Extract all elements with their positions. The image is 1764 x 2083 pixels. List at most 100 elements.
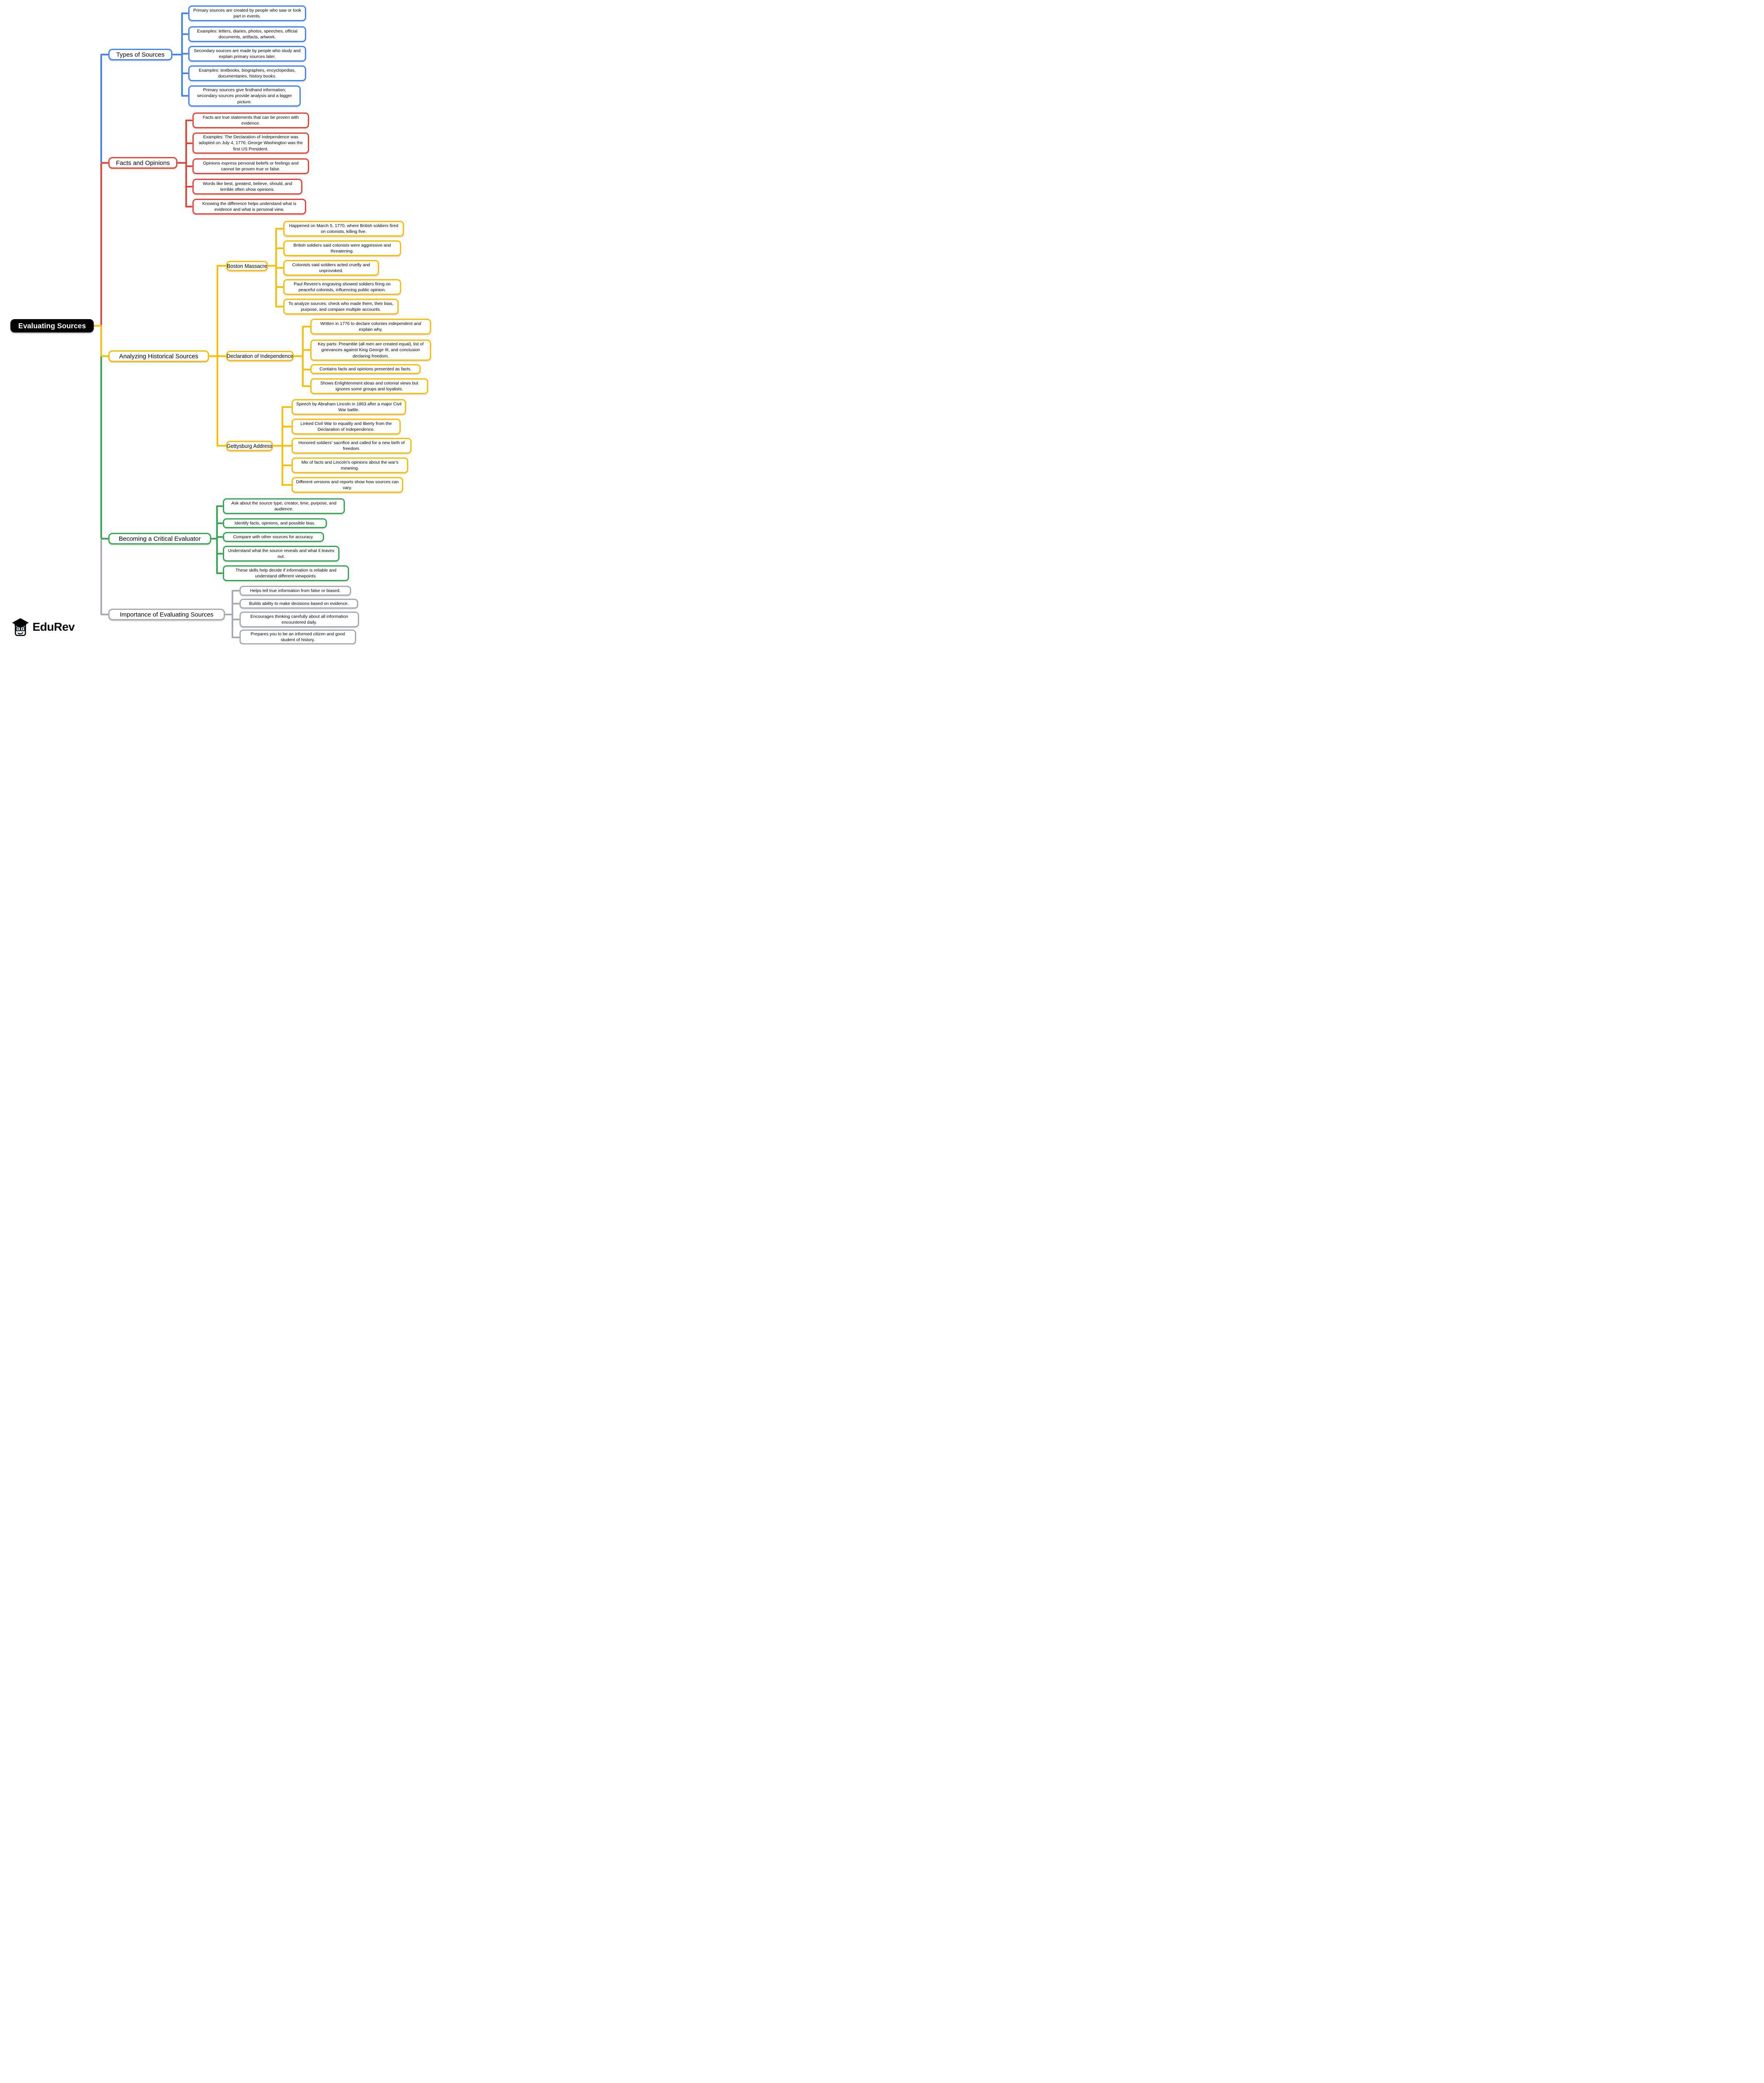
facts-leaf-4: Words like best, greatest, believe, shou…	[192, 179, 302, 195]
boston-leaf-1: Happened on March 5, 1770, where British…	[283, 221, 404, 237]
edurev-logo-text: EduRev	[32, 620, 75, 633]
connector-line	[100, 163, 102, 326]
connector-line	[181, 12, 183, 97]
connector-line	[185, 165, 192, 167]
connector-line	[217, 265, 218, 447]
connector-line	[282, 406, 292, 408]
importance-leaf-3: Encourages thinking carefully about all …	[240, 612, 359, 627]
boston-leaf-2: British soldiers said colonists were agg…	[283, 240, 401, 256]
connector-line	[185, 142, 192, 144]
connector-line	[172, 54, 183, 55]
declaration-leaf-4: Shows Enlightenment ideas and colonial v…	[310, 378, 428, 394]
declaration-leaf-1: Written in 1776 to declare colonies inde…	[310, 319, 431, 335]
connector-line	[100, 325, 102, 357]
connector-line	[100, 54, 102, 163]
connector-line	[92, 325, 101, 327]
connector-line	[302, 326, 304, 387]
connector-line	[211, 538, 218, 539]
connector-line	[216, 505, 223, 507]
connector-line	[302, 385, 310, 387]
connector-line	[232, 619, 240, 620]
connector-line	[101, 355, 108, 357]
connector-line	[282, 426, 292, 427]
connector-line	[216, 536, 223, 538]
connector-line	[185, 120, 187, 207]
critical-leaf-1: Ask about the source type, creator, time…	[223, 498, 345, 514]
critical-leaf-5: These skills help decide if information …	[223, 565, 349, 581]
gettysburg-leaf-5: Different versions and reports show how …	[292, 477, 403, 493]
declaration-leaf-3: Contains facts and opinions presented as…	[310, 364, 421, 374]
types-leaf-3: Secondary sources are made by people who…	[188, 46, 306, 62]
connector-line	[232, 637, 240, 638]
connector-line	[282, 445, 292, 447]
edurev-logo: EduRev	[11, 617, 75, 637]
connector-line	[275, 306, 283, 307]
connector-line	[275, 228, 283, 230]
sublabel-declaration-of-independence: Declaration of Independence	[226, 351, 294, 361]
types-leaf-4: Examples: textbooks, biographies, encycl…	[188, 65, 306, 81]
boston-leaf-3: Colonists said soldiers acted cruelly an…	[283, 260, 379, 276]
connector-line	[302, 369, 310, 370]
importance-leaf-2: Builds ability to make decisions based o…	[240, 599, 358, 609]
critical-leaf-2: Identify facts, opinions, and possible b…	[223, 518, 327, 528]
importance-leaf-4: Prepares you to be an informed citizen a…	[240, 629, 356, 644]
connector-line	[181, 12, 188, 14]
branch-label-importance-of-evaluating-sources: Importance of Evaluating Sources	[108, 609, 225, 620]
connector-line	[268, 265, 277, 267]
connector-line	[181, 53, 188, 55]
connector-line	[294, 355, 304, 357]
connector-line	[100, 356, 102, 539]
connector-line	[181, 95, 188, 97]
edurev-mascot-icon	[11, 617, 30, 637]
types-leaf-1: Primary sources are created by people wh…	[188, 5, 306, 21]
connector-line	[101, 614, 108, 615]
facts-leaf-3: Opinions express personal beliefs or fee…	[192, 158, 309, 174]
connector-line	[216, 553, 223, 554]
connector-line	[217, 265, 226, 267]
connector-line	[100, 539, 102, 615]
connector-line	[181, 72, 188, 74]
types-leaf-5: Primary sources give firsthand informati…	[188, 85, 301, 107]
gettysburg-leaf-4: Mix of facts and Lincoln's opinions abou…	[292, 457, 408, 473]
facts-leaf-2: Examples: The Declaration of Independenc…	[192, 132, 309, 154]
connector-line	[181, 33, 188, 35]
root-node: Evaluating Sources	[10, 319, 94, 332]
connector-line	[217, 445, 226, 447]
connector-line	[282, 465, 292, 466]
connector-line	[101, 538, 108, 539]
gettysburg-leaf-2: Linked Civil War to equality and liberty…	[292, 419, 401, 435]
connector-line	[216, 505, 218, 574]
facts-leaf-1: Facts are true statements that can be pr…	[192, 112, 309, 128]
connector-line	[185, 186, 192, 187]
connector-line	[216, 522, 223, 524]
types-leaf-2: Examples: letters, diaries, photos, spee…	[188, 26, 306, 42]
branch-label-becoming-a-critical-evaluator: Becoming a Critical Evaluator	[108, 533, 211, 544]
connector-line	[177, 162, 187, 164]
connector-line	[232, 590, 233, 638]
branch-label-analyzing-historical-sources: Analyzing Historical Sources	[108, 350, 209, 362]
connector-line	[275, 267, 283, 269]
gettysburg-leaf-1: Speech by Abraham Lincoln in 1863 after …	[292, 399, 406, 415]
connector-line	[232, 590, 240, 592]
connector-line	[225, 614, 233, 615]
facts-leaf-5: Knowing the difference helps understand …	[192, 199, 306, 215]
sublabel-boston-massacre: Boston Massacre	[226, 261, 268, 271]
connector-line	[216, 572, 223, 574]
branch-label-types-of-sources: Types of Sources	[108, 49, 172, 60]
critical-leaf-3: Compare with other sources for accuracy.	[223, 532, 324, 542]
declaration-leaf-2: Key parts: Preamble (all men are created…	[310, 340, 431, 361]
importance-leaf-1: Helps tell true information from false o…	[240, 586, 351, 596]
connector-line	[302, 349, 310, 351]
connector-line	[232, 603, 240, 604]
critical-leaf-4: Understand what the source reveals and w…	[223, 546, 339, 562]
gettysburg-leaf-3: Honored soldiers' sacrifice and called f…	[292, 438, 412, 454]
boston-leaf-4: Paul Revere's engraving showed soldiers …	[283, 279, 401, 295]
connector-line	[275, 286, 283, 288]
boston-leaf-5: To analyze sources: check who made them,…	[283, 299, 399, 315]
connector-line	[101, 54, 108, 55]
connector-line	[185, 120, 192, 121]
connector-line	[302, 326, 310, 327]
mindmap-canvas: Evaluating Sources Types of Sources Fact…	[0, 0, 436, 644]
sublabel-gettysburg-address: Gettysburg Address	[226, 441, 273, 451]
connector-line	[185, 206, 192, 207]
